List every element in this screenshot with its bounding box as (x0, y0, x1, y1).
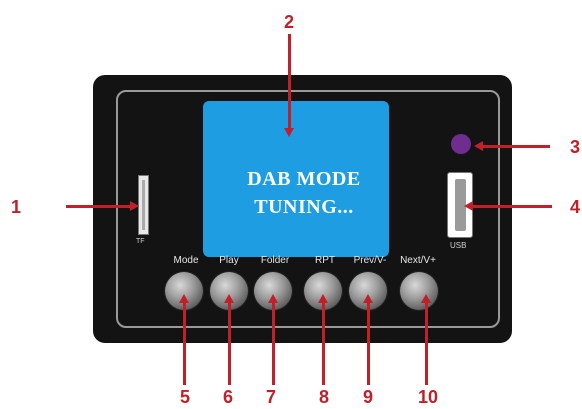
callout-line-5 (183, 301, 186, 385)
callout-line-2 (288, 34, 291, 129)
callout-line-3 (482, 145, 550, 148)
callout-line-4 (472, 205, 552, 208)
callout-line-8 (322, 301, 325, 385)
ir-sensor (451, 134, 471, 154)
callout-number-10: 10 (417, 387, 439, 407)
callout-number-2: 2 (283, 12, 294, 32)
panel-bezel (116, 90, 500, 328)
callout-number-8: 8 (318, 387, 329, 407)
callout-number-7: 7 (265, 387, 276, 407)
callout-line-10 (425, 301, 428, 385)
callout-arrow-9 (363, 294, 373, 303)
callout-number-9: 9 (362, 387, 373, 407)
callout-number-3: 3 (569, 137, 580, 157)
callout-arrow-5 (179, 294, 189, 303)
callout-arrow-6 (224, 294, 234, 303)
callout-arrow-3 (474, 141, 483, 151)
callout-arrow-2 (284, 128, 294, 137)
callout-arrow-1 (130, 201, 139, 211)
lcd-screen: DAB MODE TUNING... (203, 101, 389, 257)
callout-number-4: 4 (569, 197, 580, 217)
prev-button-label: Prev/V- (353, 255, 387, 266)
screen-line-1: DAB MODE (247, 168, 361, 190)
callout-number-5: 5 (179, 387, 190, 407)
callout-line-1 (66, 205, 131, 208)
callout-arrow-8 (318, 294, 328, 303)
next-vol-up-button[interactable] (400, 272, 438, 310)
play-button-label: Play (219, 255, 239, 266)
usb-port[interactable] (447, 172, 473, 238)
callout-line-9 (367, 301, 370, 385)
callout-arrow-7 (268, 294, 278, 303)
callout-number-1: 1 (10, 197, 21, 217)
folder-button-label: Folder (260, 255, 290, 266)
tf-label: TF (136, 238, 145, 245)
callout-arrow-4 (464, 201, 473, 211)
callout-line-7 (272, 301, 275, 385)
usb-label: USB (450, 241, 467, 250)
callout-number-6: 6 (222, 387, 233, 407)
rpt-button-label: RPT (315, 255, 335, 266)
screen-line-2: TUNING... (254, 196, 354, 218)
callout-arrow-10 (421, 294, 431, 303)
next-button-label: Next/V+ (400, 255, 436, 266)
tf-card-slot[interactable] (138, 175, 149, 235)
callout-line-6 (228, 301, 231, 385)
mode-button-label: Mode (173, 255, 199, 266)
